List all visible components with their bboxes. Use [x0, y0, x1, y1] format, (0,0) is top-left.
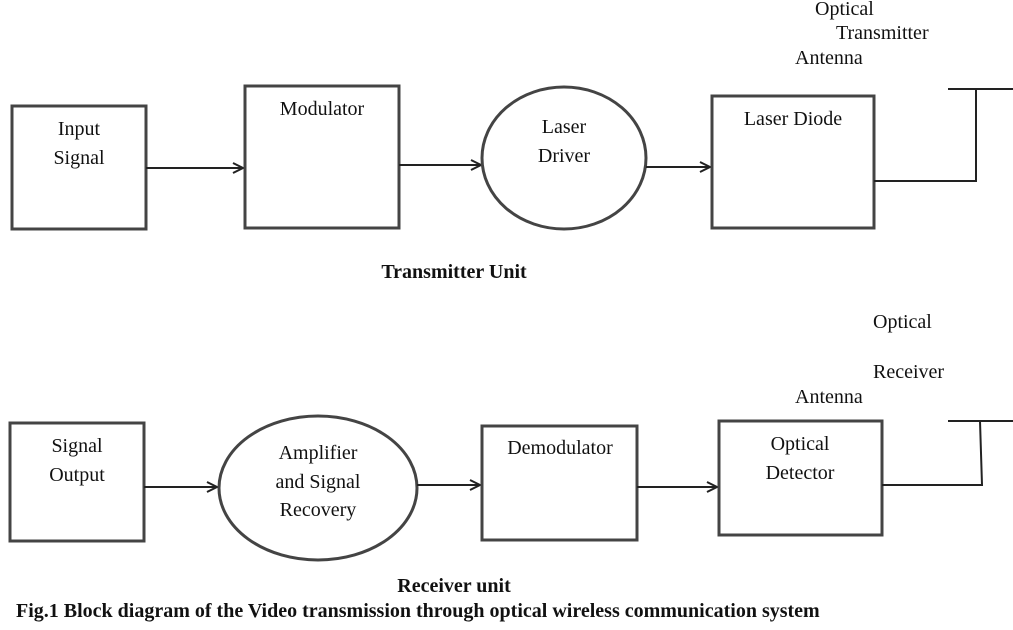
amplifier-label-line2: and Signal: [276, 471, 361, 493]
optical-detector-block: Optical Detector: [717, 419, 884, 537]
transmitter-antenna-label-line1: Optical: [815, 0, 874, 20]
modulator-block: Modulator: [243, 84, 401, 230]
signal-output-label-line2: Output: [49, 464, 105, 486]
laser-driver-block: Laser Driver: [480, 85, 648, 231]
input-signal-label-line2: Signal: [53, 147, 105, 169]
laser-diode-box: [710, 94, 876, 230]
optical-detector-box: [717, 419, 884, 537]
signal-output-box: [8, 421, 146, 543]
transmitter-antenna-label-line2: Transmitter: [836, 22, 929, 44]
receiver-antenna-label-line3: Antenna: [795, 386, 863, 408]
receiver-unit: Signal Output Amplifier and Signal Recov…: [8, 311, 1013, 597]
receiver-antenna-label-line1: Optical: [873, 311, 932, 333]
laser-driver-ellipse: [480, 85, 648, 231]
figure-caption: Fig.1 Block diagram of the Video transmi…: [16, 600, 820, 622]
transmitter-unit: Input Signal Modulator Laser Driver Lase…: [10, 0, 1013, 283]
transmitter-antenna-label-line3: Antenna: [795, 47, 863, 69]
laser-diode-label: Laser Diode: [744, 108, 842, 130]
amplifier-block: Amplifier and Signal Recovery: [217, 414, 419, 562]
receiver-unit-title: Receiver unit: [397, 575, 511, 597]
input-signal-label-line1: Input: [58, 118, 101, 140]
receiver-antenna: [882, 420, 1013, 486]
demodulator-block: Demodulator: [480, 424, 639, 542]
laser-driver-label-line1: Laser: [542, 116, 587, 138]
transmitter-unit-title: Transmitter Unit: [381, 261, 527, 283]
amplifier-label-line3: Recovery: [280, 499, 357, 521]
signal-output-block: Signal Output: [8, 421, 146, 543]
signal-output-label-line1: Signal: [51, 435, 103, 457]
laser-driver-label-line2: Driver: [538, 145, 591, 167]
receiver-antenna-label-line2: Receiver: [873, 361, 944, 383]
transmitter-antenna: [874, 88, 1013, 182]
modulator-box: [243, 84, 401, 230]
demodulator-box: [480, 424, 639, 542]
input-signal-block: Input Signal: [10, 104, 148, 231]
modulator-label: Modulator: [280, 98, 365, 120]
optical-detector-label-line2: Detector: [766, 462, 835, 484]
laser-diode-block: Laser Diode: [710, 94, 876, 230]
optical-detector-label-line1: Optical: [771, 433, 830, 455]
input-signal-box: [10, 104, 148, 231]
amplifier-ellipse: [217, 414, 419, 562]
demodulator-label: Demodulator: [507, 437, 613, 459]
amplifier-label-line1: Amplifier: [279, 442, 358, 464]
